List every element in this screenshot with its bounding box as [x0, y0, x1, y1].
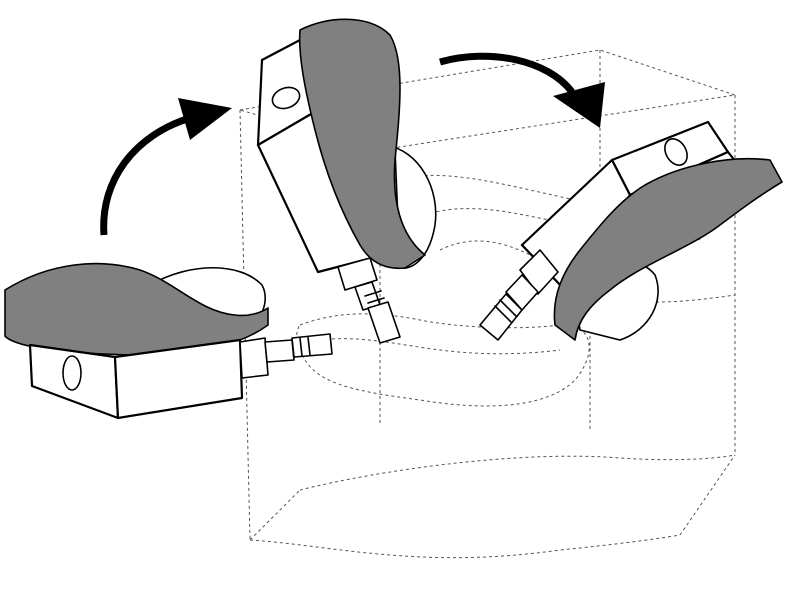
middle-head-cutting-tool	[367, 301, 401, 344]
block-bottom-right-edge	[679, 454, 736, 536]
left-head-spindle-collar	[239, 337, 269, 379]
middle-head-bore-hole	[271, 86, 301, 110]
spindle-head-left	[4, 262, 333, 420]
right-head-tool-groove	[494, 299, 517, 323]
pocket-lower-contour	[424, 208, 561, 223]
left-head-tool-holder	[264, 339, 295, 363]
right-head-shroud	[553, 157, 783, 341]
left-head-bore-hole	[62, 355, 82, 391]
pocket-inner-contour	[319, 338, 561, 355]
block-bottom-front-edge	[249, 534, 681, 559]
right-head-bore-hole	[664, 138, 688, 166]
spindle-head-middle	[256, 18, 437, 344]
block-bottom-left-edge	[249, 489, 301, 541]
spindle-head-right	[479, 120, 783, 341]
curved-arrow-icon	[100, 98, 232, 236]
arrow-right-shaft	[439, 52, 575, 95]
left-head-cutting-tool	[291, 333, 333, 358]
middle-head-tool-groove	[364, 290, 385, 304]
middle-head-spindle-collar	[337, 257, 378, 291]
left-head-body-front-face	[113, 338, 244, 420]
left-head-tool-groove	[299, 336, 311, 357]
right-head-cutting-tool	[479, 293, 523, 341]
middle-head-shroud	[298, 18, 426, 270]
arrow-right-head	[553, 82, 605, 128]
arrow-left-head	[178, 98, 232, 140]
arrow-left-shaft	[100, 114, 192, 236]
block-bottom-back-edge	[299, 454, 736, 491]
pocket-cavity	[296, 240, 590, 407]
curved-arrow-icon	[439, 52, 605, 128]
